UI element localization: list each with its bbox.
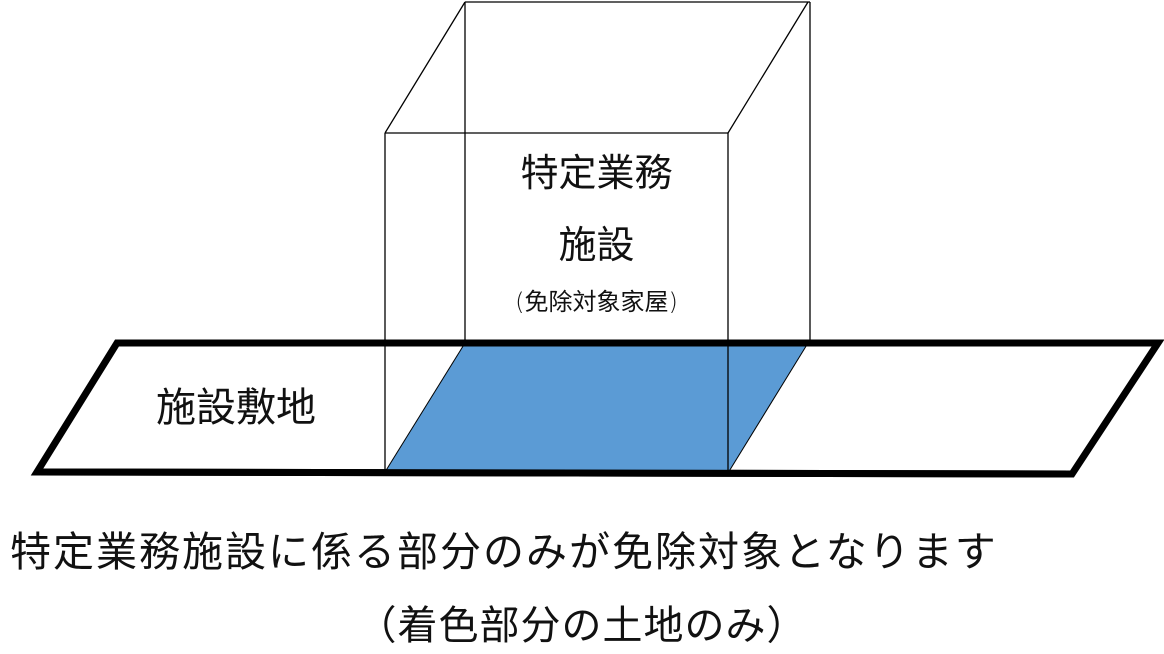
caption-main: 特定業務施設に係る部分のみが免除対象となります: [10, 528, 998, 576]
facility-lot-label: 施設敷地: [156, 385, 316, 431]
building-title-line2: 施設: [558, 223, 635, 267]
building-wireframe: [384, 1, 811, 473]
highlight-left-edge: [384, 342, 466, 473]
highlight-right-edge: [727, 342, 809, 474]
exempt-land-highlight: [385, 343, 808, 473]
building-title-line1: 特定業務: [520, 151, 673, 195]
caption-note: （着色部分の土地のみ）: [356, 603, 808, 649]
lot-bottom-edge: [36, 468, 1073, 478]
building-subtitle: (免除対象家屋): [515, 288, 678, 316]
